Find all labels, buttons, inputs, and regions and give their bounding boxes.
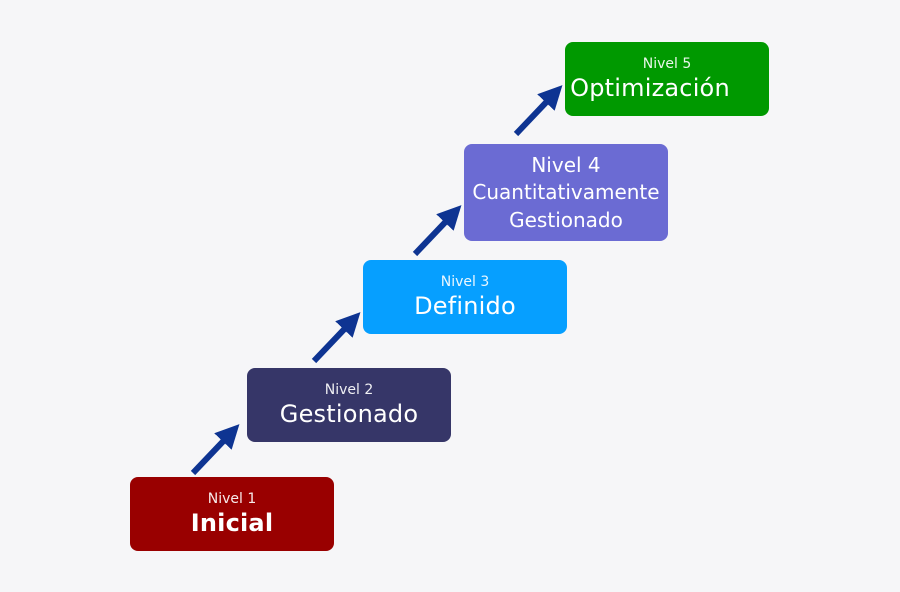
level-5-name: Optimización	[570, 73, 730, 102]
level-1-tag: Nivel 1	[207, 490, 257, 507]
level-5-box: Nivel 5 Optimización	[565, 42, 769, 116]
level-1-box: Nivel 1 Inicial	[130, 477, 334, 551]
level-3-tag: Nivel 3	[440, 273, 490, 290]
arrow-4-to-5	[513, 85, 563, 137]
level-2-tag: Nivel 2	[324, 381, 374, 398]
level-4-tag: Nivel 4	[531, 152, 601, 177]
level-4-name-line1: Cuantitativamente	[472, 179, 660, 204]
level-3-box: Nivel 3 Definido	[363, 260, 567, 334]
arrow-1-to-2	[190, 424, 240, 476]
level-2-box: Nivel 2 Gestionado	[247, 368, 451, 442]
arrow-3-to-4	[412, 205, 462, 257]
level-4-box: Nivel 4 Cuantitativamente Gestionado	[464, 144, 668, 241]
level-5-tag: Nivel 5	[642, 55, 692, 72]
level-1-name: Inicial	[190, 508, 274, 537]
arrow-2-to-3	[311, 312, 361, 364]
level-4-name-line2: Gestionado	[509, 207, 623, 232]
level-2-name: Gestionado	[279, 399, 419, 428]
level-3-name: Definido	[414, 291, 516, 320]
